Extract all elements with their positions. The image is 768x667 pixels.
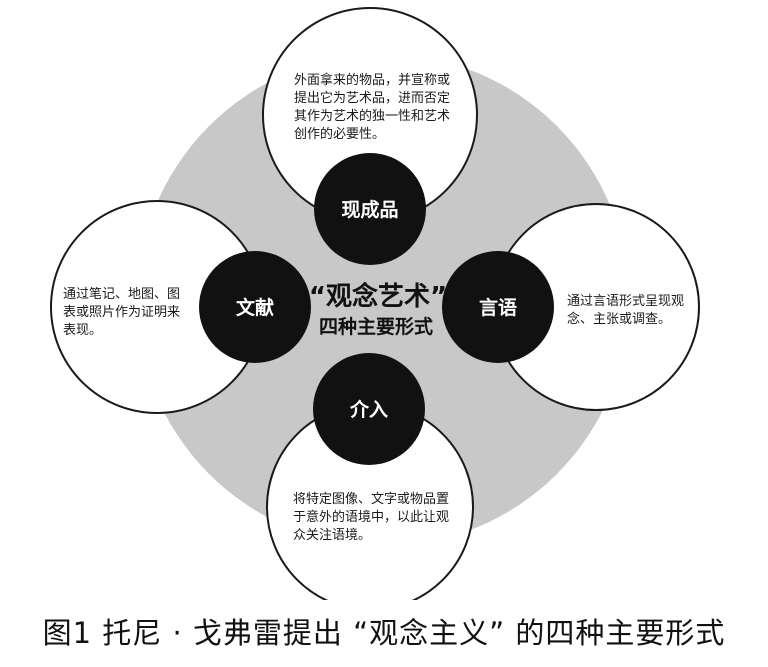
top-desc-line: 其作为艺术的独一性和艺术 bbox=[294, 108, 450, 124]
figure-caption: 图1 托尼 · 戈弗雷提出 “观念主义” 的四种主要形式 bbox=[42, 616, 726, 650]
right-label-circle bbox=[442, 251, 554, 363]
right-desc: 通过言语形式呈现观 念、主张或调查。 bbox=[567, 294, 688, 327]
top-label-circle bbox=[314, 153, 426, 265]
bottom-desc-line: 将特定图像、文字或物品置 bbox=[293, 492, 449, 507]
bottom-desc: 将特定图像、文字或物品置 于意外的语境中，以此让观 众关注语境。 bbox=[293, 492, 453, 543]
label-right: 言语 bbox=[442, 251, 554, 363]
concept-art-diagram: 外面拿来的物品，并宣称或 提出它为艺术品，进而否定 其作为艺术的独一性和艺术 创… bbox=[50, 7, 700, 600]
label-left: 文献 bbox=[199, 251, 311, 363]
label-top: 现成品 bbox=[314, 153, 426, 265]
node-bottom: 将特定图像、文字或物品置 于意外的语境中，以此让观 众关注语境。 bbox=[266, 403, 474, 600]
background-disc bbox=[137, 54, 629, 546]
top-desc-line: 提出它为艺术品，进而否定 bbox=[294, 90, 450, 106]
top-desc: 外面拿来的物品，并宣称或 提出它为艺术品，进而否定 其作为艺术的独一性和艺术 创… bbox=[294, 72, 454, 142]
left-label: 文献 bbox=[236, 296, 274, 319]
bottom-label: 介入 bbox=[349, 398, 388, 421]
node-top: 外面拿来的物品，并宣称或 提出它为艺术品，进而否定 其作为艺术的独一性和艺术 创… bbox=[262, 7, 478, 223]
right-desc-line: 通过言语形式呈现观 bbox=[567, 294, 684, 309]
left-label-circle bbox=[199, 251, 311, 363]
left-desc-line: 表现。 bbox=[63, 323, 102, 338]
left-desc-line: 表或照片作为证明来 bbox=[63, 305, 180, 320]
top-label: 现成品 bbox=[341, 198, 398, 221]
left-desc: 通过笔记、地图、图 表或照片作为证明来 表现。 bbox=[63, 286, 184, 338]
left-desc-line: 通过笔记、地图、图 bbox=[63, 286, 180, 302]
node-right: 通过言语形式呈现观 念、主张或调查。 bbox=[492, 203, 700, 411]
top-desc-line: 外面拿来的物品，并宣称或 bbox=[294, 72, 450, 88]
right-desc-line: 念、主张或调查。 bbox=[567, 311, 671, 327]
center-subtitle: 四种主要形式 bbox=[319, 315, 433, 338]
top-desc-line: 创作的必要性。 bbox=[294, 126, 385, 142]
right-label: 言语 bbox=[479, 296, 517, 319]
bottom-desc-line: 众关注语境。 bbox=[293, 528, 371, 543]
center-title: “观念艺术” bbox=[309, 281, 447, 312]
bottom-label-circle bbox=[313, 353, 425, 465]
bottom-desc-line: 于意外的语境中，以此让观 bbox=[293, 509, 449, 525]
label-bottom: 介入 bbox=[313, 353, 425, 465]
